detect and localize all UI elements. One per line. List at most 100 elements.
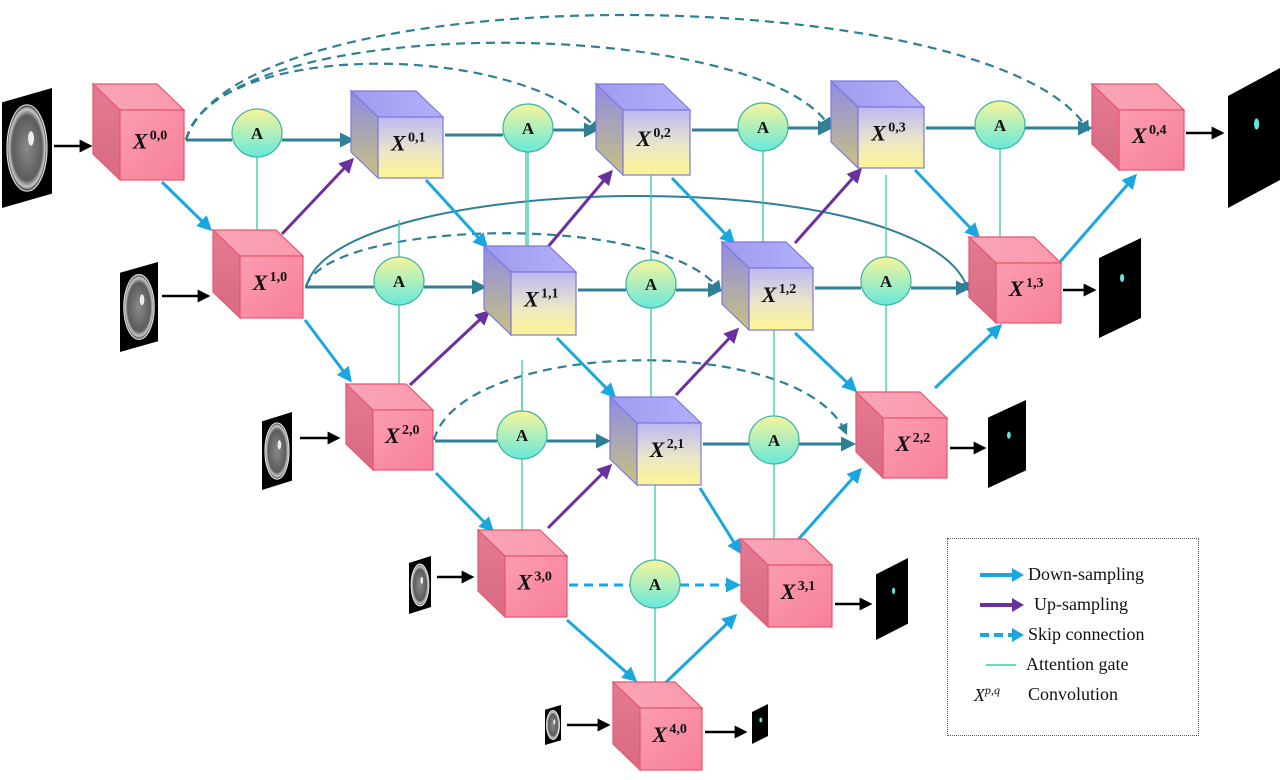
node-superscript: 4,0 (669, 722, 687, 737)
down-sampling-arrow (303, 319, 352, 383)
legend-label: Down-sampling (1028, 564, 1144, 584)
up-sampling-arrow (674, 327, 740, 397)
attention-gate-circle (974, 100, 1026, 150)
mask-frame (752, 704, 768, 744)
node-superscript: 1,2 (779, 282, 797, 297)
lesion-spot (139, 294, 145, 306)
down-sampling-arrow (698, 487, 742, 555)
up-sampling-arrow-icon (980, 598, 1024, 612)
attention-gate-a01-02: A (502, 103, 554, 153)
node-superscript: 0,4 (1149, 123, 1167, 138)
node-superscript: 2,0 (402, 423, 420, 438)
cube-front-face (239, 255, 304, 319)
cube-front-face (767, 564, 833, 628)
arc-x10-x13 (305, 195, 971, 292)
down-sampling-arrow (555, 336, 617, 399)
up-sampling-arrow (545, 169, 613, 249)
down-sampling-arrow (424, 178, 489, 249)
long-skip-arcs (184, 13, 1090, 441)
node-label: X (635, 126, 652, 151)
attention-gate-a10-11: A (373, 256, 425, 306)
mask-output-0-4 (1228, 68, 1280, 208)
node-label: X (870, 121, 887, 146)
skip-connection-arrow-icon (980, 628, 1024, 642)
mri-input-level-0 (2, 88, 52, 208)
node-label: X (761, 282, 778, 307)
mri-input-level-4 (545, 705, 561, 745)
down-sampling-arrow (160, 180, 213, 232)
down-sampling-arrow (1058, 173, 1137, 263)
lesion-spot (420, 576, 424, 584)
brain-slice (123, 274, 155, 341)
lesion-spot (553, 719, 556, 725)
node-superscript: 3,1 (798, 579, 816, 594)
cube-front-face (372, 409, 434, 471)
segmented-tumor (1254, 118, 1260, 130)
brain-slice (410, 563, 430, 607)
cube-front-face (510, 271, 577, 336)
node-label: X (523, 287, 540, 312)
down-sampling-arrow (913, 168, 981, 239)
attention-gate-label: A (757, 118, 770, 137)
node-superscript: 0,1 (408, 131, 426, 146)
node-label: X (516, 570, 533, 595)
legend-item-attention-gate: Attention gate (948, 653, 1198, 677)
attention-gate-circle (231, 108, 283, 158)
up-sampling-arrow (280, 157, 355, 236)
input-output-images (2, 68, 1280, 745)
lesion-spot (28, 131, 34, 146)
attention-gate-label: A (522, 119, 535, 138)
attention-gate-line-icon (986, 664, 1016, 666)
brain-slice (6, 104, 48, 192)
attention-gates: A A A A A A A A A A (231, 100, 1026, 609)
node-superscript: 1,0 (270, 270, 288, 285)
legend-item-down-sampling: Down-sampling (948, 563, 1198, 587)
up-sampling-arrow (793, 167, 862, 244)
node-label: X (132, 129, 149, 154)
attention-gate-a12-13: A (860, 256, 912, 306)
mask-output-3-1 (876, 558, 908, 640)
attention-gate-a03-04: A (974, 100, 1026, 150)
attention-gate-label: A (649, 575, 662, 594)
node-label: X (780, 579, 797, 604)
attention-gate-circle (737, 102, 789, 152)
mask-frame (988, 400, 1026, 488)
cube-front-face (639, 707, 703, 771)
segmented-tumor (1007, 431, 1011, 439)
cube-front-face (636, 422, 702, 486)
attention-gate-a20-21: A (496, 410, 548, 460)
attention-gate-label: A (645, 275, 658, 294)
up-sampling-arrow (546, 463, 613, 530)
node-superscript: 3,0 (534, 570, 552, 585)
up-sampling-arrow (408, 309, 491, 387)
mask-output-4-0 (752, 704, 768, 744)
cube-front-face (748, 267, 814, 331)
node-label: X (252, 270, 269, 295)
cube-front-face (882, 417, 948, 479)
node-label: X (649, 437, 666, 462)
segmented-tumor (759, 717, 763, 723)
node-superscript: 0,2 (653, 126, 671, 141)
arc-x10-x12 (304, 232, 722, 292)
node-superscript: 1,1 (541, 287, 559, 302)
cube-front-face (504, 555, 568, 618)
down-sampling-arrow (434, 471, 495, 533)
attention-gate-a00-01: A (231, 108, 283, 158)
node-superscript: 0,0 (150, 129, 168, 144)
mri-input-level-1 (120, 262, 158, 352)
attention-gate-a21-22: A (748, 415, 800, 465)
